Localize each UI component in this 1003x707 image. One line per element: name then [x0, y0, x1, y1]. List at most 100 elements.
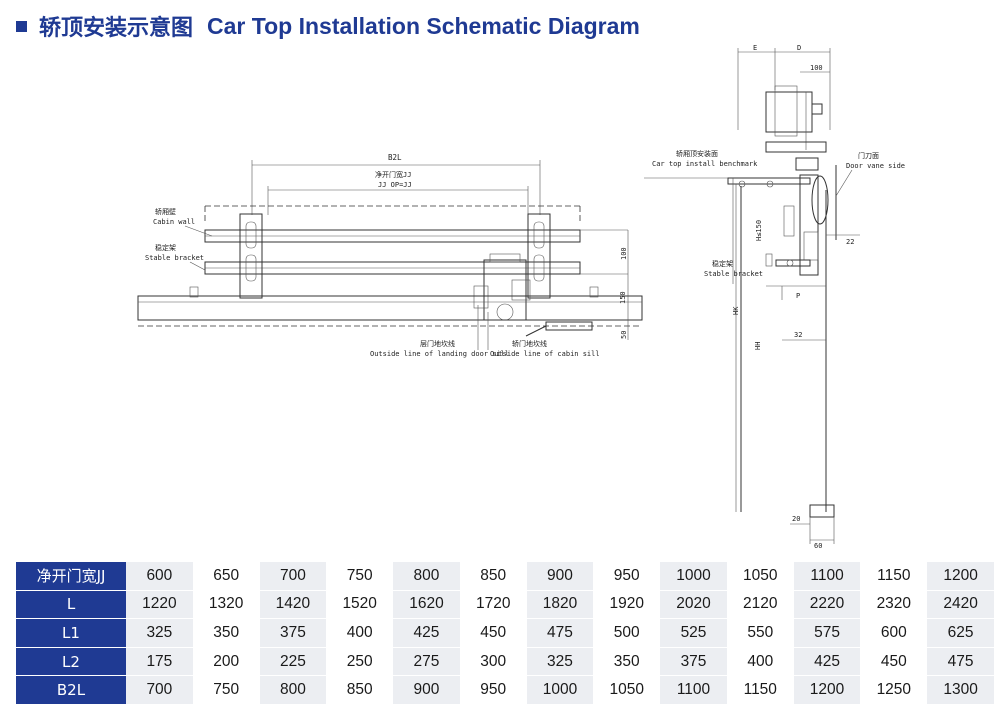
landing-sill-cn: 层门地坎线: [420, 339, 455, 348]
spec-cell: 1320: [192, 590, 260, 620]
spec-cell: 1100: [660, 675, 727, 705]
jj-label-en: JJ OP=JJ: [378, 181, 412, 189]
spec-cell: 1300: [927, 675, 994, 705]
spec-cell: 1050: [593, 675, 661, 705]
spec-cell: 950: [593, 562, 661, 591]
spec-cell: 1420: [259, 590, 327, 620]
spec-cell: 1920: [593, 590, 661, 620]
spec-cell: 2220: [793, 590, 861, 620]
side-stable-en: Stable bracket: [704, 270, 763, 278]
spec-cell: 800: [259, 675, 327, 705]
spec-cell: 350: [192, 618, 260, 648]
spec-cell: 575: [793, 618, 861, 648]
front-dim-150: 150: [619, 291, 627, 304]
spec-cell: 350: [593, 647, 661, 677]
spec-cell: 850: [459, 562, 527, 591]
spec-cell: 650: [192, 562, 260, 591]
side-dim-hk: HK: [732, 306, 740, 315]
spec-row-label: B2L: [16, 675, 126, 705]
side-dim-60: 60: [814, 542, 822, 550]
spec-cell: 1000: [526, 675, 594, 705]
spec-row-label: 净开门宽JJ: [16, 562, 126, 591]
spec-cell: 1250: [860, 675, 928, 705]
spec-cell: 325: [126, 618, 193, 648]
spec-cell: 450: [860, 647, 928, 677]
spec-cell: 1520: [326, 590, 394, 620]
spec-cell: 1200: [793, 675, 861, 705]
side-dim-e: E: [753, 44, 757, 52]
benchmark-en: Car top install benchmark: [652, 160, 758, 168]
spec-cell: 800: [393, 562, 460, 591]
spec-cell: 425: [793, 647, 861, 677]
side-dim-p: P: [796, 292, 800, 300]
spec-cell: 300: [459, 647, 527, 677]
spec-cell: 400: [726, 647, 794, 677]
spec-cell: 2320: [860, 590, 928, 620]
spec-row-label: L2: [16, 647, 126, 677]
spec-cell: 525: [660, 618, 727, 648]
side-dim-hh: HH: [754, 342, 762, 350]
spec-cell: 475: [526, 618, 594, 648]
spec-cell: 1100: [793, 562, 861, 591]
page-title-en: Car Top Installation Schematic Diagram: [207, 12, 640, 39]
spec-cell: 600: [860, 618, 928, 648]
side-dim-d: D: [797, 44, 801, 52]
spec-cell: 950: [459, 675, 527, 705]
spec-cell: 400: [326, 618, 394, 648]
spec-cell: 2120: [726, 590, 794, 620]
spec-row-label: L1: [16, 618, 126, 648]
front-dim-100: 100: [620, 247, 628, 260]
door-vane-cn: 门刀面: [858, 151, 879, 160]
spec-cell: 550: [726, 618, 794, 648]
stable-bracket-en: Stable bracket: [145, 254, 204, 262]
side-view: E D 100: [644, 44, 905, 550]
side-stable-cn: 稳定架: [712, 259, 733, 268]
b2l-label: B2L: [388, 153, 402, 162]
side-dim-h150: H≤150: [755, 220, 763, 241]
stable-bracket-cn: 稳定架: [155, 243, 176, 252]
spec-row-label: L: [16, 590, 126, 620]
jj-label-cn: 净开门宽JJ: [375, 170, 411, 179]
spec-cell: 1050: [726, 562, 794, 591]
door-vane-en: Door vane side: [846, 162, 905, 170]
side-dim-20: 20: [792, 515, 800, 523]
spec-cell: 1820: [526, 590, 594, 620]
spec-cell: 200: [192, 647, 260, 677]
spec-cell: 250: [326, 647, 394, 677]
spec-cell: 900: [526, 562, 594, 591]
spec-cell: 325: [526, 647, 594, 677]
spec-cell: 1150: [726, 675, 794, 705]
spec-cell: 1000: [660, 562, 727, 591]
front-view: B2L 净开门宽JJ JJ OP=JJ: [137, 153, 643, 358]
side-dim-22: 22: [846, 238, 854, 246]
spec-cell: 2420: [927, 590, 994, 620]
front-dim-50: 50: [620, 331, 628, 339]
cabin-sill-cn: 轿门地坎线: [512, 339, 547, 348]
spec-cell: 1150: [860, 562, 928, 591]
spec-cell: 225: [259, 647, 327, 677]
installation-diagram: B2L 净开门宽JJ JJ OP=JJ: [137, 44, 905, 550]
cabin-wall-en: Cabin wall: [153, 218, 195, 226]
title-square-icon: [16, 20, 27, 32]
spec-cell: 600: [126, 562, 193, 591]
spec-cell: 2020: [660, 590, 727, 620]
spec-cell: 750: [326, 562, 394, 591]
spec-cell: 625: [927, 618, 994, 648]
spec-cell: 500: [593, 618, 661, 648]
spec-cell: 1620: [393, 590, 460, 620]
spec-cell: 275: [393, 647, 460, 677]
spec-cell: 850: [326, 675, 394, 705]
title-bar: 轿顶安装示意图 Car Top Installation Schematic D…: [16, 10, 640, 42]
spec-cell: 425: [393, 618, 460, 648]
cabin-wall-cn: 轿厢壁: [155, 207, 176, 216]
side-dim-32: 32: [794, 331, 802, 339]
spec-cell: 700: [126, 675, 193, 705]
spec-cell: 450: [459, 618, 527, 648]
